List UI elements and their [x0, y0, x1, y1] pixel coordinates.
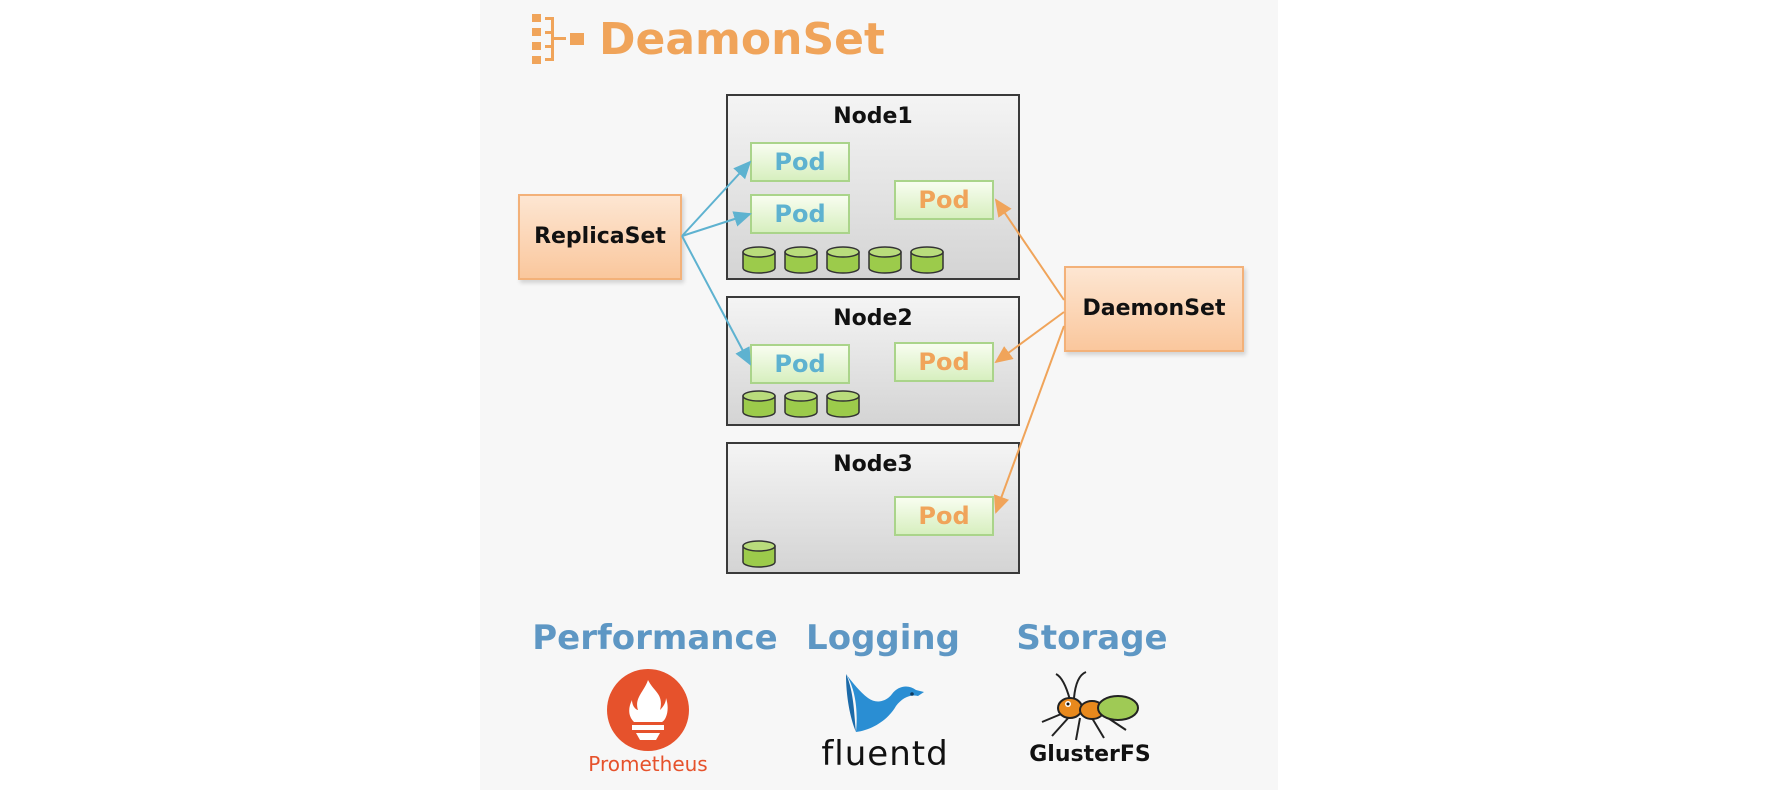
- replica-pod: Pod: [750, 142, 850, 182]
- disk-icon: [826, 246, 860, 274]
- node-2: Node2 Pod Pod: [726, 296, 1020, 426]
- node-label: Node3: [833, 452, 913, 477]
- disk-icon: [868, 246, 902, 274]
- section-heading-performance: Performance: [532, 618, 778, 658]
- fluentd-bird-icon: [846, 674, 924, 732]
- daemon-pod: Pod: [894, 496, 994, 536]
- disk-icon: [784, 246, 818, 274]
- glusterfs-ant-icon: [1041, 671, 1139, 741]
- node-label: Node1: [833, 104, 913, 129]
- disk-icon: [742, 390, 776, 418]
- prometheus-flame-icon: [607, 669, 689, 751]
- replica-pod: Pod: [750, 194, 850, 234]
- node-3: Node3 Pod: [726, 442, 1020, 574]
- disk-icon: [784, 390, 818, 418]
- disk-group: [742, 246, 952, 278]
- disk-icon: [742, 246, 776, 274]
- disk-icon: [742, 540, 776, 568]
- fluentd-logo-text: fluentd: [821, 734, 949, 774]
- section-heading-storage: Storage: [1016, 618, 1168, 658]
- glusterfs-logo-text: GlusterFS: [1029, 742, 1151, 767]
- prometheus-logo-text: Prometheus: [588, 752, 708, 776]
- node-1: Node1 Pod Pod Pod: [726, 94, 1020, 280]
- disk-icon: [826, 390, 860, 418]
- page-title: DeamonSet: [599, 14, 886, 65]
- daemon-pod: Pod: [894, 180, 994, 220]
- disk-icon: [910, 246, 944, 274]
- node-label: Node2: [833, 306, 913, 331]
- replica-pod: Pod: [750, 344, 850, 384]
- section-heading-logging: Logging: [806, 618, 960, 658]
- daemonset-box: DaemonSet: [1064, 266, 1244, 352]
- disk-group: [742, 540, 784, 572]
- disk-group: [742, 390, 868, 422]
- replicaset-box: ReplicaSet: [518, 194, 682, 280]
- hierarchy-icon: [532, 14, 584, 64]
- daemon-pod: Pod: [894, 342, 994, 382]
